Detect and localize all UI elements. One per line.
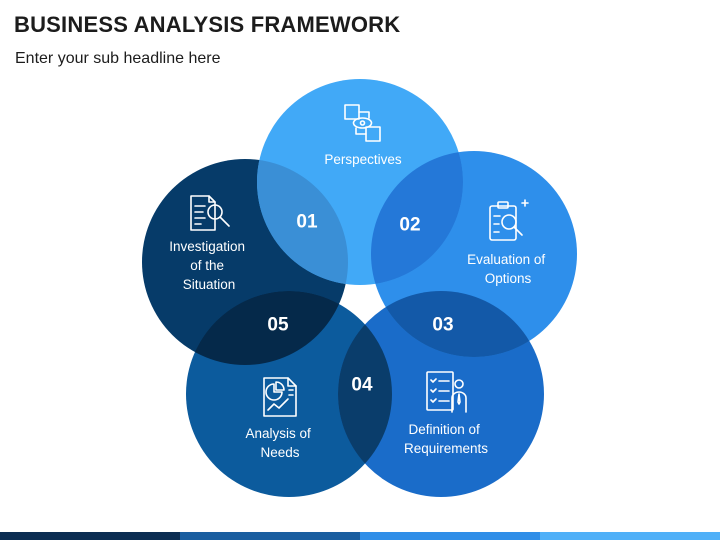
step-number-05: 05 bbox=[267, 315, 289, 336]
label-line: Perspectives bbox=[324, 152, 402, 167]
step-number-04: 04 bbox=[351, 375, 373, 396]
label-evaluation: Evaluation of Options bbox=[467, 252, 549, 286]
investigation-icon bbox=[190, 195, 230, 231]
analysis-icon bbox=[263, 377, 297, 417]
footer-segment bbox=[180, 532, 360, 540]
evaluation-icon bbox=[489, 199, 529, 241]
label-requirements: Definition of Requirements bbox=[404, 422, 488, 456]
step-number-02: 02 bbox=[399, 215, 420, 236]
label-line: Investigation bbox=[169, 239, 245, 254]
step-number-01: 01 bbox=[296, 212, 318, 233]
label-line: Definition of bbox=[408, 422, 480, 437]
label-line: Requirements bbox=[404, 441, 488, 456]
label-line: Needs bbox=[260, 445, 299, 460]
label-line: of the bbox=[190, 258, 224, 273]
page-title: BUSINESS ANALYSIS FRAMEWORK bbox=[14, 12, 401, 37]
step-number-03: 03 bbox=[432, 315, 453, 336]
page-subtitle: Enter your sub headline here bbox=[15, 50, 221, 67]
label-line: Situation bbox=[183, 277, 236, 292]
footer-segment bbox=[360, 532, 540, 540]
label-line: Analysis of bbox=[245, 426, 311, 441]
overlap-01 bbox=[257, 159, 348, 285]
footer-bar bbox=[0, 532, 720, 540]
perspectives-icon bbox=[344, 104, 381, 142]
footer-segment bbox=[0, 532, 180, 540]
label-analysis: Analysis of Needs bbox=[245, 426, 314, 460]
label-investigation: Investigation of the Situation bbox=[169, 239, 249, 292]
label-line: Evaluation of bbox=[467, 252, 545, 267]
requirements-icon bbox=[426, 371, 467, 413]
label-perspectives: Perspectives bbox=[324, 152, 402, 167]
footer-segment bbox=[540, 532, 720, 540]
overlap-02 bbox=[371, 151, 463, 285]
label-line: Options bbox=[485, 271, 532, 286]
